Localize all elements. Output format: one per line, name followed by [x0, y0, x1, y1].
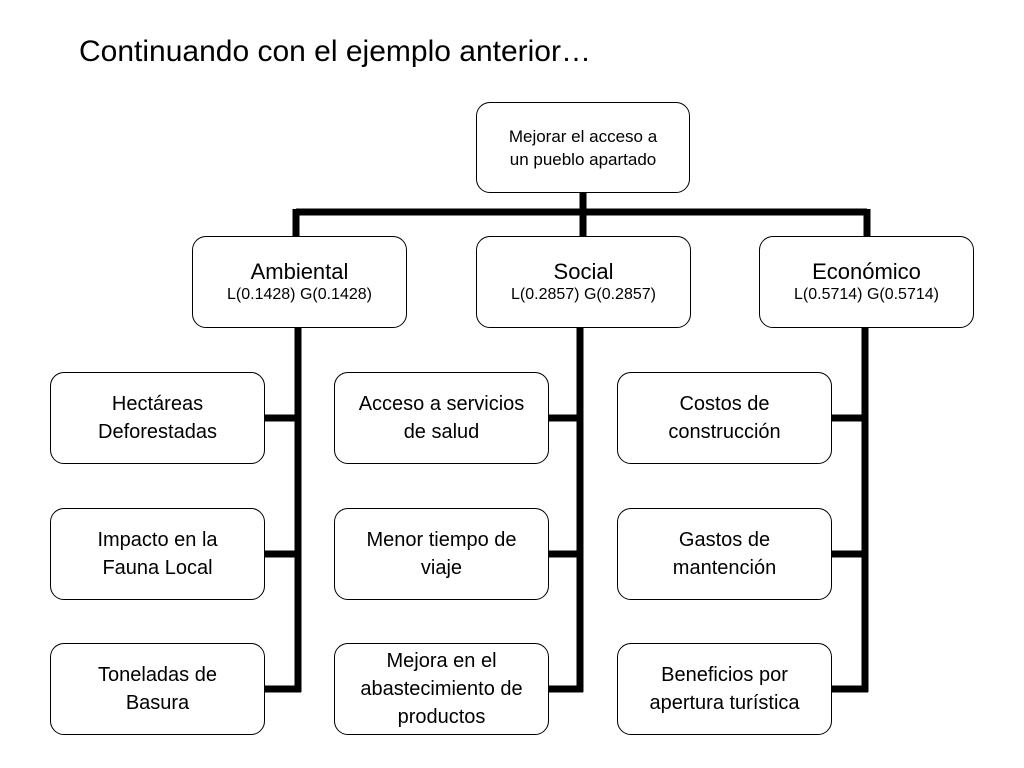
subcriterion-line: Impacto en la [97, 529, 218, 551]
subcriterion-node-gastos-mantencion: Gastos de mantención [617, 508, 832, 600]
criterion-node-ambiental: Ambiental L(0.1428) G(0.1428) [192, 236, 407, 328]
subcriterion-line: Fauna Local [102, 557, 213, 579]
subcriterion-node-beneficios-turismo: Beneficios por apertura turística [617, 643, 832, 735]
subcriterion-node-impacto-fauna: Impacto en la Fauna Local [50, 508, 265, 600]
subcriterion-line: de salud [403, 421, 480, 443]
criterion-weights: L(0.5714) G(0.5714) [794, 286, 939, 303]
subcriterion-node-mejora-abastecimiento: Mejora en el abastecimiento de productos [334, 643, 549, 735]
subcriterion-node-menor-tiempo-viaje: Menor tiempo de viaje [334, 508, 549, 600]
goal-node: Mejorar el acceso a un pueblo apartado [476, 102, 690, 193]
subcriterion-line: construcción [668, 421, 781, 443]
subcriterion-line: Acceso a servicios [358, 393, 525, 415]
subcriterion-line: Menor tiempo de [366, 529, 517, 551]
subcriterion-line: Toneladas de [98, 664, 217, 686]
subcriterion-line: Costos de [679, 393, 770, 415]
subcriterion-line: mantención [672, 557, 777, 579]
subcriterion-line: Gastos de [678, 529, 771, 551]
subcriterion-line: viaje [420, 557, 463, 579]
criterion-weights: L(0.2857) G(0.2857) [511, 286, 656, 303]
subcriterion-line: apertura turística [649, 692, 800, 714]
subcriterion-line: Hectáreas [111, 393, 204, 415]
subcriterion-line: productos [397, 706, 486, 728]
criterion-name: Económico [812, 259, 921, 284]
criterion-node-economico: Económico L(0.5714) G(0.5714) [759, 236, 974, 328]
subcriterion-node-toneladas-basura: Toneladas de Basura [50, 643, 265, 735]
subcriterion-line: Basura [125, 692, 190, 714]
slide-title: Continuando con el ejemplo anterior… [79, 35, 591, 68]
goal-line-1: Mejorar el acceso a [508, 126, 658, 146]
criterion-node-social: Social L(0.2857) G(0.2857) [476, 236, 691, 328]
subcriterion-line: Mejora en el [386, 650, 497, 672]
subcriterion-line: abastecimiento de [360, 678, 523, 700]
criterion-name: Social [553, 259, 614, 284]
criterion-name: Ambiental [250, 259, 349, 284]
subcriterion-line: Beneficios por [661, 664, 788, 686]
criterion-weights: L(0.1428) G(0.1428) [227, 286, 372, 303]
subcriterion-node-hectareas-deforestadas: Hectáreas Deforestadas [50, 372, 265, 464]
goal-line-2: un pueblo apartado [509, 149, 657, 169]
subcriterion-node-acceso-salud: Acceso a servicios de salud [334, 372, 549, 464]
subcriterion-node-costos-construccion: Costos de construcción [617, 372, 832, 464]
subcriterion-line: Deforestadas [98, 421, 217, 443]
